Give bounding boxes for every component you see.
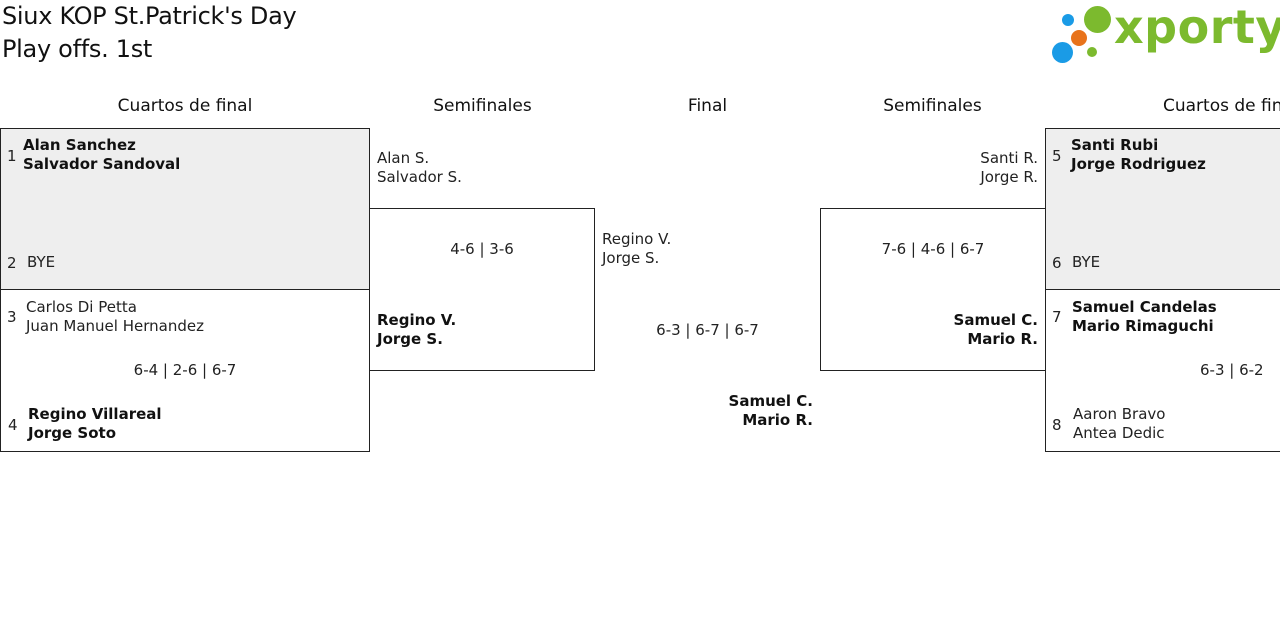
column-heading-semifinals-left: Semifinales (433, 96, 532, 116)
seed-number: 7 (1052, 308, 1062, 326)
final-winner-name: Samuel C. (728, 392, 813, 410)
seed-number: 8 (1052, 416, 1062, 434)
match-score: 6-3 | 6-2 (1200, 361, 1264, 379)
player-name: Jorge S. (602, 249, 660, 267)
player-name: Santi Rubi (1071, 136, 1159, 154)
column-heading-quarterfinals-left: Cuartos de final (117, 96, 253, 116)
seed-number: 6 (1052, 254, 1062, 272)
logo-text: xporty (1114, 0, 1280, 54)
player-name: Salvador Sandoval (23, 155, 181, 173)
player-name: Aaron Bravo (1073, 405, 1166, 423)
semifinal-match-left[interactable] (369, 208, 595, 371)
bye-label: BYE (1072, 253, 1101, 271)
player-name: Salvador S. (377, 168, 462, 186)
player-name: Jorge Rodriguez (1071, 155, 1206, 173)
quarterfinal-match-4[interactable] (1045, 289, 1280, 452)
match-score: 7-6 | 4-6 | 6-7 (881, 240, 985, 258)
player-name: Antea Dedic (1073, 424, 1165, 442)
seed-number: 1 (7, 147, 17, 165)
quarterfinal-match-1[interactable] (0, 128, 370, 290)
seed-number: 3 (7, 308, 17, 326)
xporty-logo[interactable]: xporty (1050, 0, 1280, 68)
player-name: Mario R. (967, 330, 1038, 348)
player-name: Santi R. (980, 149, 1038, 167)
column-heading-semifinals-right: Semifinales (883, 96, 982, 116)
seed-number: 5 (1052, 147, 1062, 165)
player-name: Jorge Soto (28, 424, 117, 442)
player-name: Carlos Di Petta (26, 298, 137, 316)
page-title: Siux KOP St.Patrick's Day (2, 2, 297, 30)
player-name: Regino Villareal (28, 405, 162, 423)
player-name: Samuel C. (953, 311, 1038, 329)
match-score: 6-4 | 2-6 | 6-7 (133, 361, 237, 379)
seed-number: 4 (8, 416, 18, 434)
logo-dot-green-small (1087, 47, 1097, 57)
match-score: 4-6 | 3-6 (450, 240, 514, 258)
player-name: Jorge S. (377, 330, 443, 348)
bye-label: BYE (27, 253, 56, 271)
page-subtitle: Play offs. 1st (2, 35, 153, 63)
match-score: 6-3 | 6-7 | 6-7 (656, 321, 759, 339)
player-name: Juan Manuel Hernandez (26, 317, 204, 335)
player-name: Jorge R. (980, 168, 1038, 186)
player-name: Alan Sanchez (23, 136, 136, 154)
logo-dot-blue-small (1062, 14, 1074, 26)
logo-dot-green (1084, 6, 1111, 33)
seed-number: 2 (7, 254, 17, 272)
column-heading-quarterfinals-right: Cuartos de fin (1163, 96, 1280, 116)
logo-dot-orange (1071, 30, 1087, 46)
player-name: Regino V. (377, 311, 457, 329)
player-name: Samuel Candelas (1072, 298, 1217, 316)
quarterfinal-match-3[interactable] (1045, 128, 1280, 290)
logo-dot-blue-large (1052, 42, 1073, 63)
player-name: Alan S. (377, 149, 430, 167)
column-heading-final: Final (687, 96, 728, 116)
player-name: Regino V. (602, 230, 672, 248)
final-winner-name: Mario R. (742, 411, 813, 429)
player-name: Mario Rimaguchi (1072, 317, 1214, 335)
